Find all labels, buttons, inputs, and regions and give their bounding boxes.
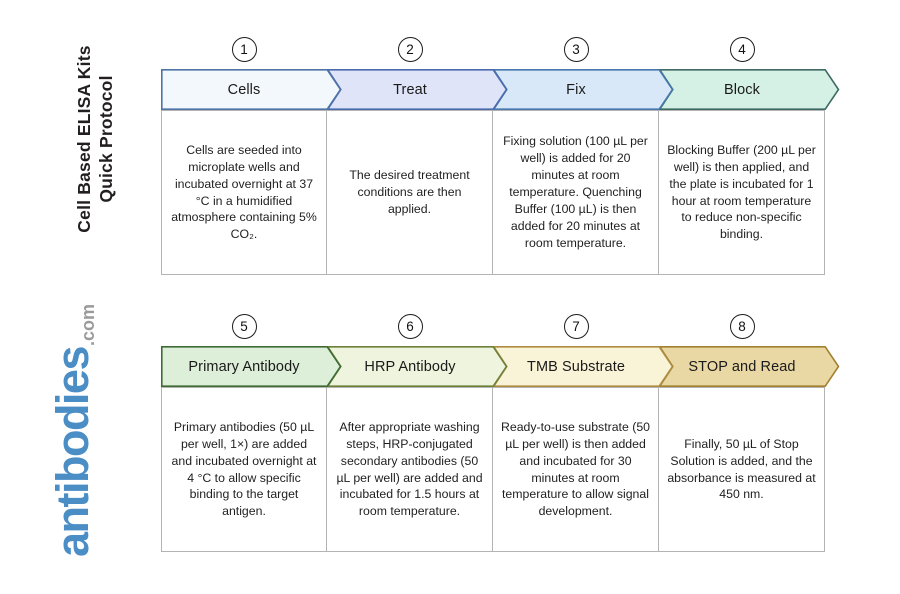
step-number-badge: 3 [563,37,589,62]
step-label: Block [724,81,760,98]
step-5-primary-antibody: 5 Primary Antibody Primary antibodies (5… [161,314,342,552]
step-number-badge: 2 [397,37,423,62]
step-banner: Treat [326,69,508,110]
page-title: Cell Based ELISA Kits Quick Protocol [73,39,119,239]
step-banner: Fix [492,69,674,110]
step-number: 1 [240,42,248,57]
step-description: Fixing solution (100 µL per well) is add… [503,134,648,250]
step-description-box: Ready-to-use substrate (50 µL per well) … [493,387,659,552]
step-description: Primary antibodies (50 µL per well, 1×) … [171,419,317,519]
step-7-tmb-substrate: 7 TMB Substrate Ready-to-use substrate (… [492,314,674,552]
step-description-box: After appropriate washing steps, HRP-con… [327,387,493,552]
step-number: 4 [738,42,746,57]
step-label: STOP and Read [688,358,796,375]
step-number: 6 [406,319,414,334]
page-title-line2: Quick Protocol [96,75,117,203]
step-banner: HRP Antibody [326,346,508,387]
step-number: 7 [572,319,580,334]
step-label: HRP Antibody [364,358,456,375]
step-label: Fix [566,81,586,98]
step-number: 8 [738,319,746,334]
step-number: 2 [406,42,414,57]
step-description: Finally, 50 µL of Stop Solution is added… [667,436,816,502]
step-number: 5 [240,319,248,334]
step-1-cells: 1 Cells Cells are seeded into microplate… [161,37,342,275]
step-number-badge: 1 [231,37,257,62]
step-description: Ready-to-use substrate (50 µL per well) … [501,419,651,519]
chevron-arrow-icon [161,346,342,387]
step-4-block: 4 Block Blocking Buffer (200 µL per well… [658,37,840,275]
step-number: 3 [572,42,580,57]
step-banner: STOP and Read [658,346,840,387]
step-description: After appropriate washing steps, HRP-con… [336,419,483,519]
step-banner: Block [658,69,840,110]
protocol-row-1: 1 Cells Cells are seeded into microplate… [161,37,840,275]
step-label: Cells [227,81,261,98]
step-label: Primary Antibody [188,358,300,375]
step-description-box: Blocking Buffer (200 µL per well) is the… [659,110,825,275]
step-number-badge: 6 [397,314,423,339]
step-2-treat: 2 Treat The desired treatment conditions… [326,37,508,275]
step-number-badge: 5 [231,314,257,339]
step-description-box: Cells are seeded into microplate wells a… [161,110,327,275]
step-description: Blocking Buffer (200 µL per well) is the… [667,142,816,242]
page-title-line1: Cell Based ELISA Kits [74,45,94,233]
antibodies-logo: antibodies.com [47,271,113,591]
step-description: Cells are seeded into microplate wells a… [171,142,317,242]
step-banner: TMB Substrate [492,346,674,387]
protocol-row-2: 5 Primary Antibody Primary antibodies (5… [161,314,840,552]
step-3-fix: 3 Fix Fixing solution (100 µL per well) … [492,37,674,275]
step-6-hrp-antibody: 6 HRP Antibody After appropriate washing… [326,314,508,552]
chevron-arrow-icon [161,69,342,110]
step-description-box: The desired treatment conditions are the… [327,110,493,275]
logo-wordmark: antibodies [47,347,98,558]
logo-domain-suffix: .com [78,303,98,346]
step-description-box: Finally, 50 µL of Stop Solution is added… [659,387,825,552]
step-number-badge: 7 [563,314,589,339]
step-8-stop-and-read: 8 STOP and Read Finally, 50 µL of Stop S… [658,314,840,552]
step-description-box: Primary antibodies (50 µL per well, 1×) … [161,387,327,552]
step-description-box: Fixing solution (100 µL per well) is add… [493,110,659,275]
step-number-badge: 8 [729,314,755,339]
step-number-badge: 4 [729,37,755,62]
step-label: TMB Substrate [527,358,625,375]
step-description: The desired treatment conditions are the… [349,168,470,216]
step-banner: Cells [161,69,342,110]
step-banner: Primary Antibody [161,346,342,387]
step-label: Treat [393,81,427,98]
